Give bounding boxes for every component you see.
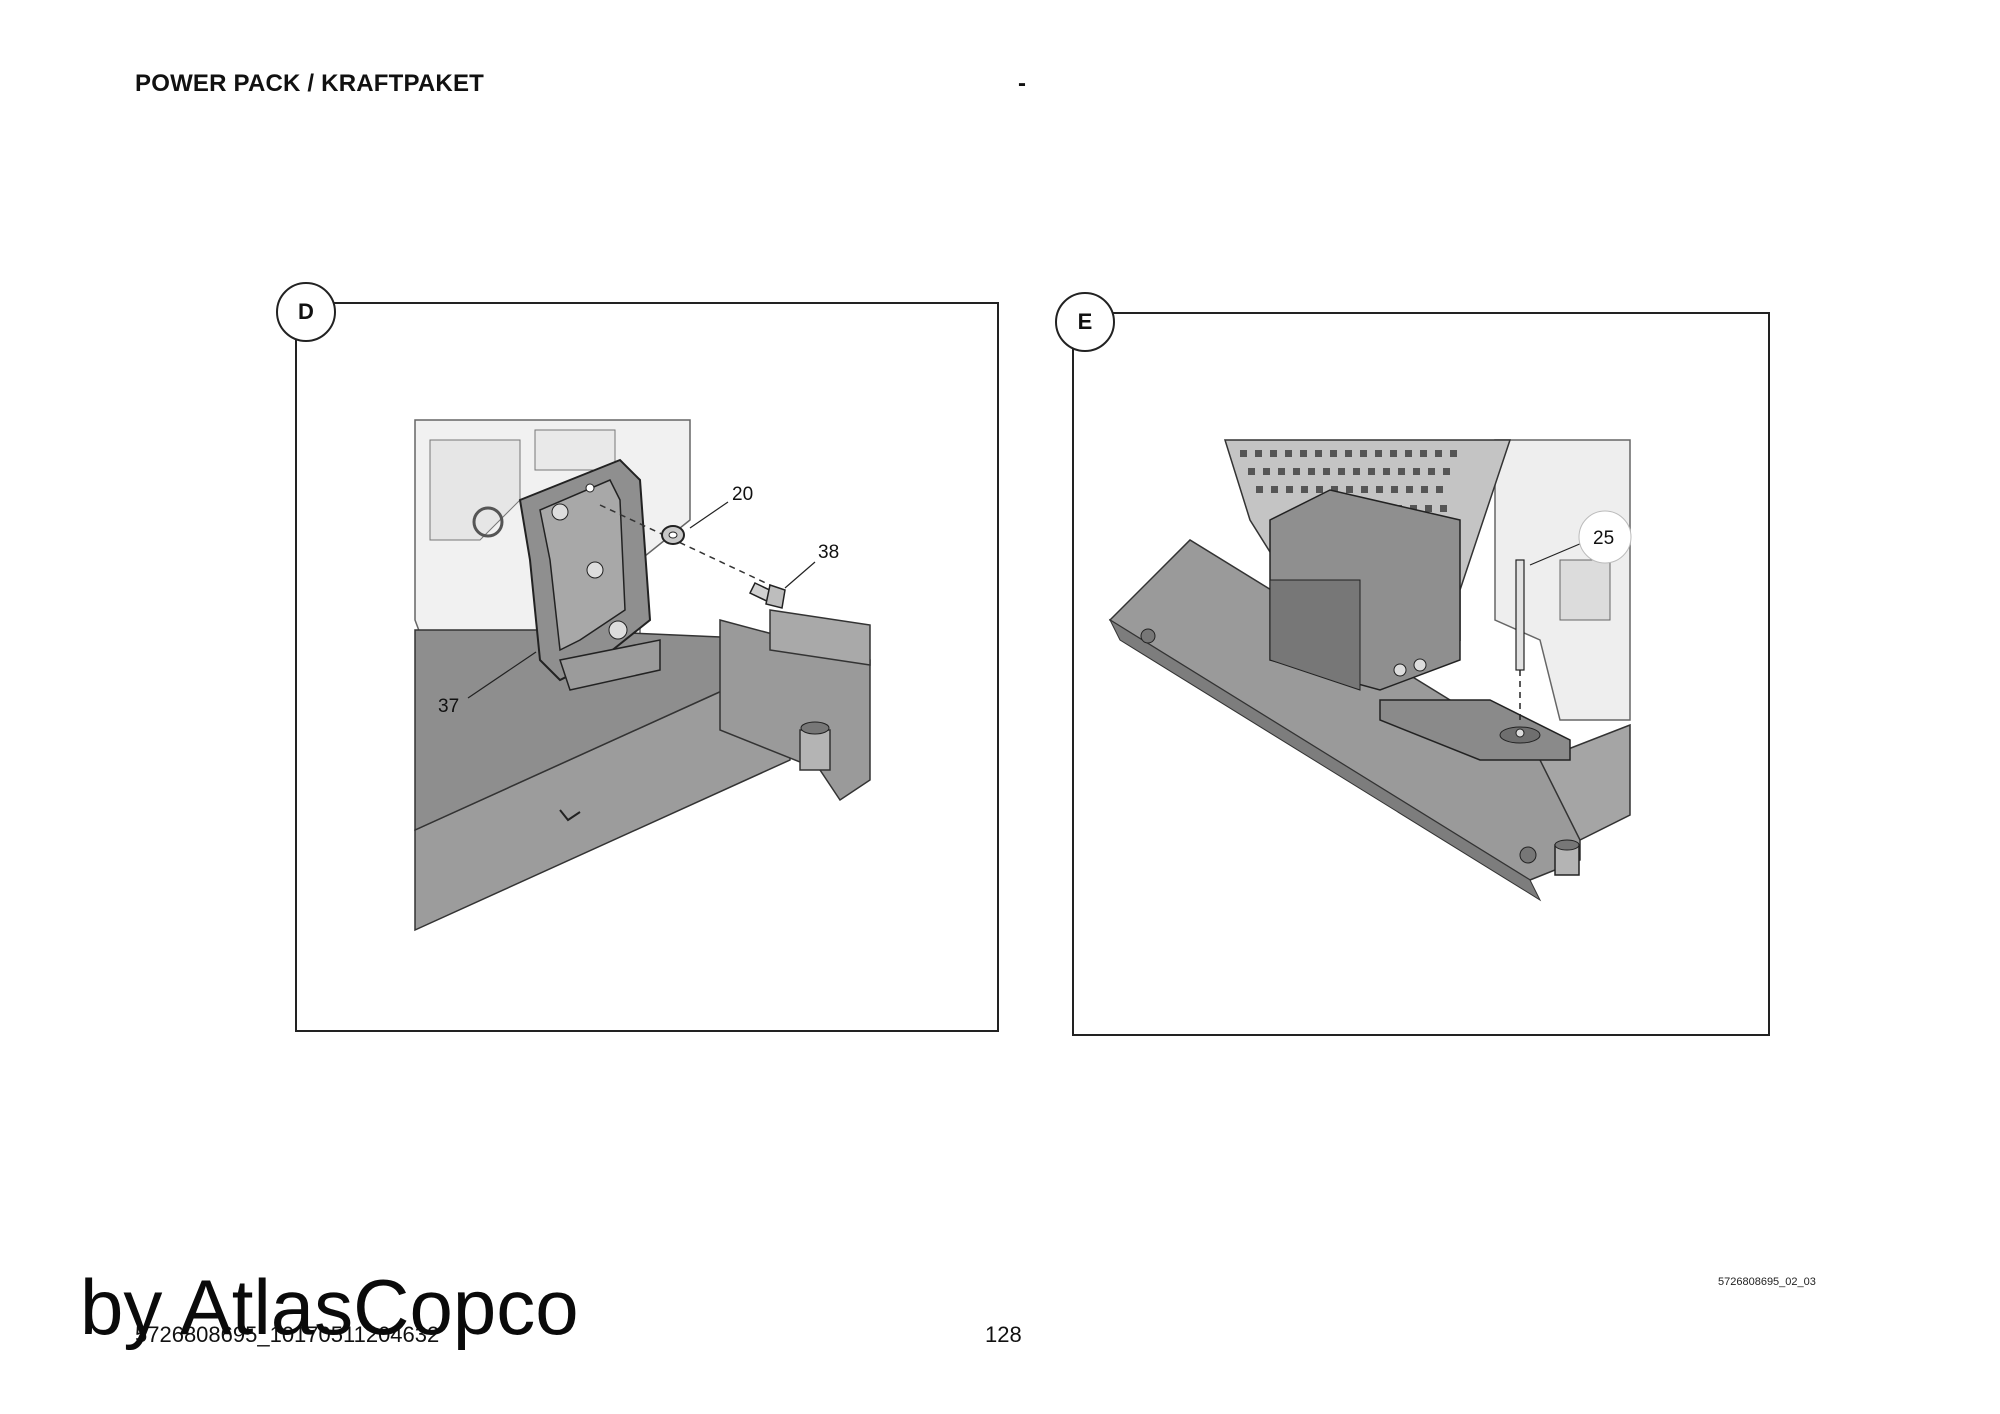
- page-number: 128: [985, 1322, 1022, 1347]
- watermark: by AtlasCopco: [80, 1263, 579, 1351]
- callout-38: 38: [818, 542, 839, 563]
- drawing-e: 25: [1108, 439, 1632, 902]
- panel-label-e: E: [1055, 292, 1115, 352]
- panel-label-d: D: [276, 282, 336, 342]
- footer-doc-id: 5726808695_10170511204632: [135, 1322, 440, 1347]
- callout-25: 25: [1593, 528, 1614, 549]
- header-dash: -: [1018, 70, 1026, 97]
- drawing-d: 20 38 37: [414, 419, 871, 932]
- callout-20: 20: [732, 484, 753, 505]
- page-title: POWER PACK / KRAFTPAKET: [135, 70, 485, 97]
- callout-37: 37: [438, 696, 459, 717]
- doc-number: 5726808695_02_03: [1718, 1276, 1816, 1288]
